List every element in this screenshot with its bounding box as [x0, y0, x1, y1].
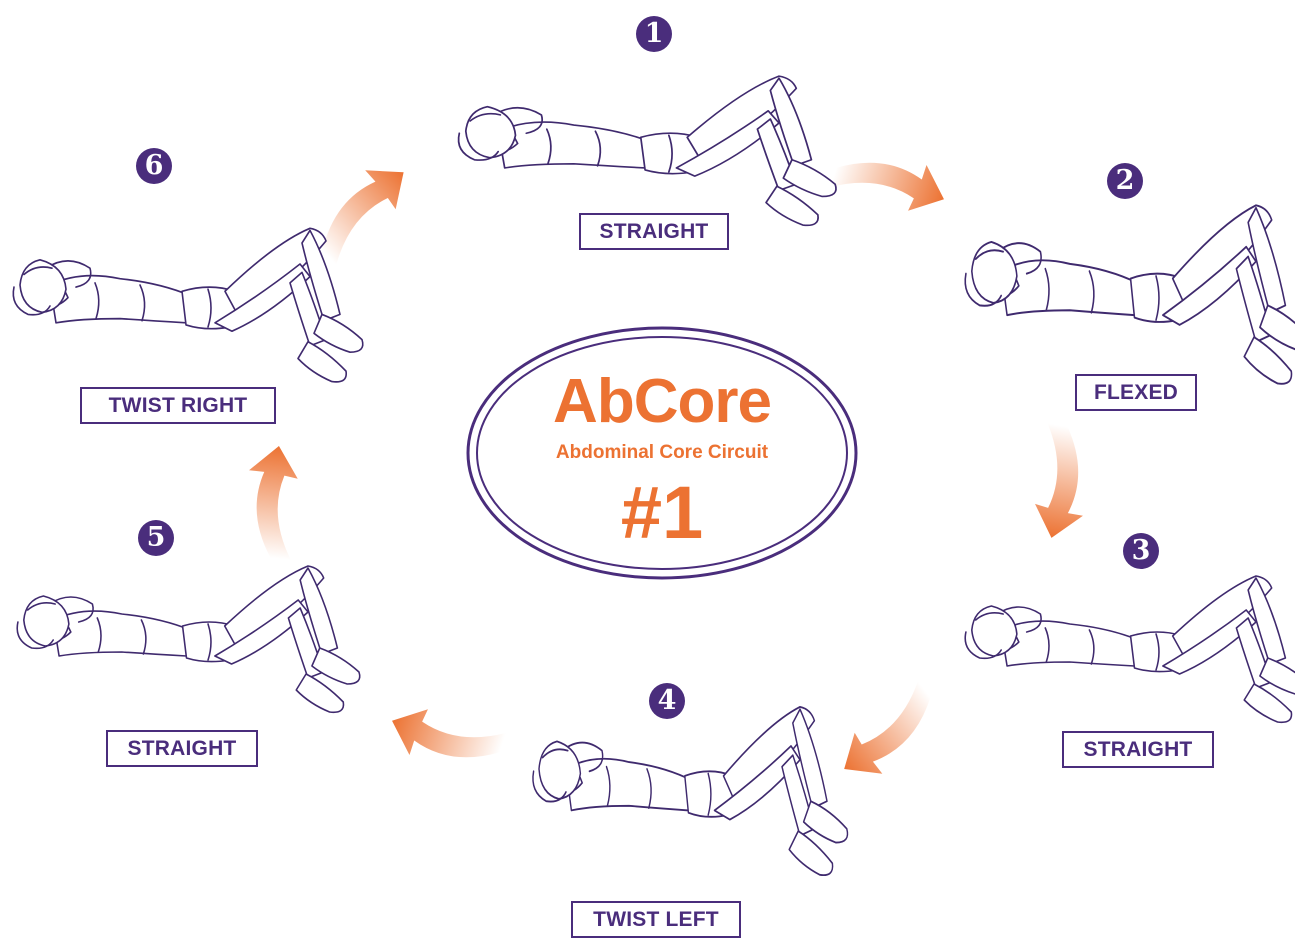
arrow-1-to-2 — [830, 139, 952, 222]
circuit-subtitle: Abdominal Core Circuit — [462, 443, 862, 462]
step-4-label: TWIST LEFT — [571, 901, 741, 938]
step-4-badge: 4 — [649, 683, 685, 719]
step-1-badge: 1 — [636, 16, 672, 52]
arrow-2-to-3 — [1028, 423, 1098, 542]
arrow-3-to-4 — [830, 681, 950, 790]
figure-step-5 — [17, 566, 360, 712]
arrow-5-to-6 — [240, 443, 302, 560]
figure-step-4 — [533, 707, 848, 875]
step-2-badge: 2 — [1107, 163, 1143, 199]
step-5-badge: 5 — [138, 520, 174, 556]
figure-step-1 — [459, 76, 836, 225]
step-6-badge: 6 — [136, 148, 172, 184]
step-1-label: STRAIGHT — [579, 213, 729, 250]
figure-step-3 — [965, 576, 1295, 722]
step-6-label: TWIST RIGHT — [80, 387, 276, 424]
step-3-label: STRAIGHT — [1062, 731, 1214, 768]
arrow-4-to-5 — [384, 698, 506, 781]
step-2-label: FLEXED — [1075, 374, 1197, 411]
figure-step-2 — [965, 205, 1295, 383]
step-3-badge: 3 — [1123, 533, 1159, 569]
circuit-number: #1 — [462, 476, 862, 550]
circuit-title: AbCore — [462, 371, 862, 433]
step-5-label: STRAIGHT — [106, 730, 258, 767]
figure-step-6 — [13, 228, 363, 382]
